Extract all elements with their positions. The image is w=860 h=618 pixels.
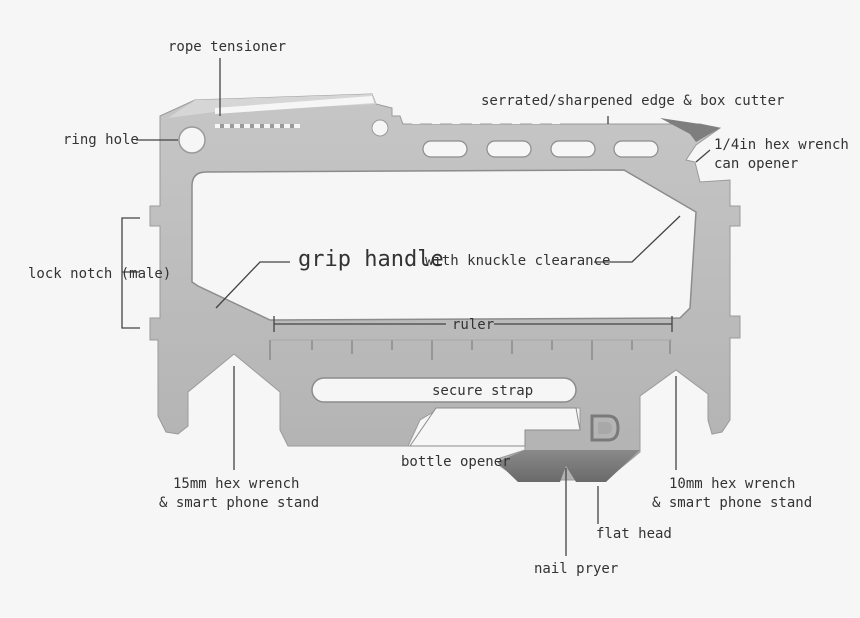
- label-hex15-1: 15mm hex wrench: [173, 476, 299, 492]
- rope-tensioner-teeth: [215, 124, 300, 128]
- label-serrated-edge: serrated/sharpened edge & box cutter: [481, 93, 784, 109]
- multitool-body: [149, 93, 741, 482]
- lanyard-hole: [371, 119, 389, 137]
- label-hex15-2: & smart phone stand: [159, 495, 319, 511]
- label-flat-head: flat head: [596, 526, 672, 542]
- flat-head-nail-pryer: [497, 450, 640, 482]
- leader-lock-notch-bracket: [121, 217, 140, 329]
- label-bottle-opener: bottle opener: [401, 454, 511, 470]
- bottle-opener-notch: [409, 407, 581, 447]
- rope-tensioner-serration: [220, 124, 294, 128]
- rope-tensioner-slot: [215, 96, 374, 114]
- label-ring-hole: ring hole: [63, 132, 139, 148]
- ruler-ticks: [269, 340, 671, 360]
- leader-grip-handle-left: [215, 261, 290, 309]
- label-hex10-2: & smart phone stand: [652, 495, 812, 511]
- leader-hex-quarter: [695, 149, 711, 163]
- label-nail-pryer: nail pryer: [534, 561, 618, 577]
- label-hex-quarter-1: 1/4in hex wrench: [714, 137, 849, 153]
- label-secure-strap: secure strap: [432, 383, 533, 399]
- label-rope-tensioner: rope tensioner: [168, 39, 286, 55]
- serrated-edge-teeth: [412, 116, 560, 124]
- labels: rope tensioner serrated/sharpened edge &…: [28, 39, 849, 577]
- label-hex10-1: 10mm hex wrench: [669, 476, 795, 492]
- label-lock-notch: lock notch (male): [28, 266, 171, 282]
- label-grip-handle-sub: with knuckle clearance: [425, 253, 610, 269]
- vent-slots: [422, 140, 659, 158]
- leader-grip-handle-right: [594, 215, 681, 263]
- box-cutter-edge: [660, 118, 720, 142]
- grip-handle-opening: [191, 169, 697, 321]
- leader-lines: [121, 58, 711, 556]
- ring-hole: [178, 126, 206, 154]
- label-hex-quarter-2: can opener: [714, 156, 798, 172]
- label-grip-handle-main: grip handle: [298, 247, 444, 272]
- secure-strap-slot: [311, 377, 577, 403]
- label-ruler: ruler: [452, 317, 494, 333]
- brand-d-logo: [590, 414, 620, 442]
